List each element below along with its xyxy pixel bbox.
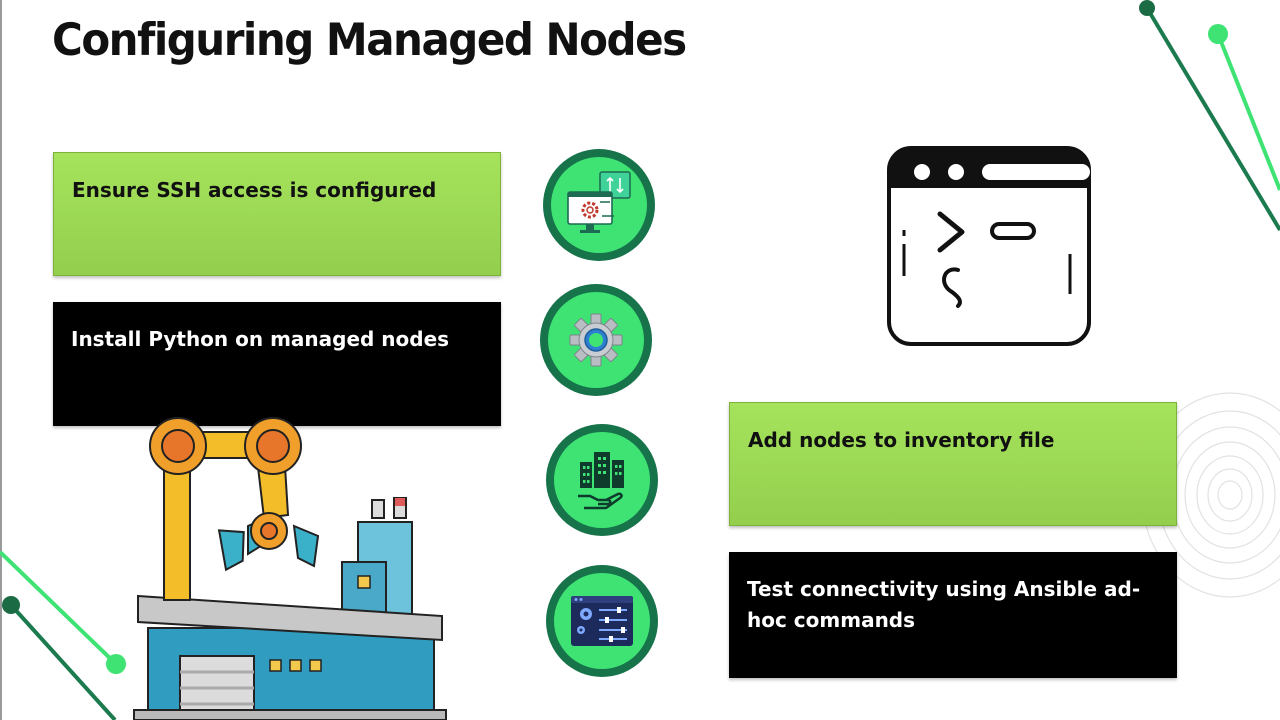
step-install-python-label: Install Python on managed nodes [71,327,450,351]
buildings-hand-icon [546,424,658,536]
remote-config-icon [543,149,655,261]
factory-robot-arm-illustration [133,417,447,720]
step-test-connectivity-label: Test connectivity using Ansible ad-hoc c… [747,577,1141,632]
step-install-python: Install Python on managed nodes [53,302,501,426]
decorative-lines-top-right [1139,0,1280,232]
page-title: Configuring Managed Nodes [52,14,687,66]
step-ssh-access: Ensure SSH access is configured [53,152,501,276]
decorative-lines-bottom-left [0,550,126,720]
step-ssh-access-label: Ensure SSH access is configured [72,178,437,202]
settings-panel-icon [546,565,658,677]
step-add-inventory-label: Add nodes to inventory file [748,428,1055,452]
terminal-window-icon [887,146,1091,346]
step-test-connectivity: Test connectivity using Ansible ad-hoc c… [729,552,1177,678]
slide-left-border [0,0,2,720]
gear-icon [540,284,652,396]
step-add-inventory: Add nodes to inventory file [729,402,1177,526]
